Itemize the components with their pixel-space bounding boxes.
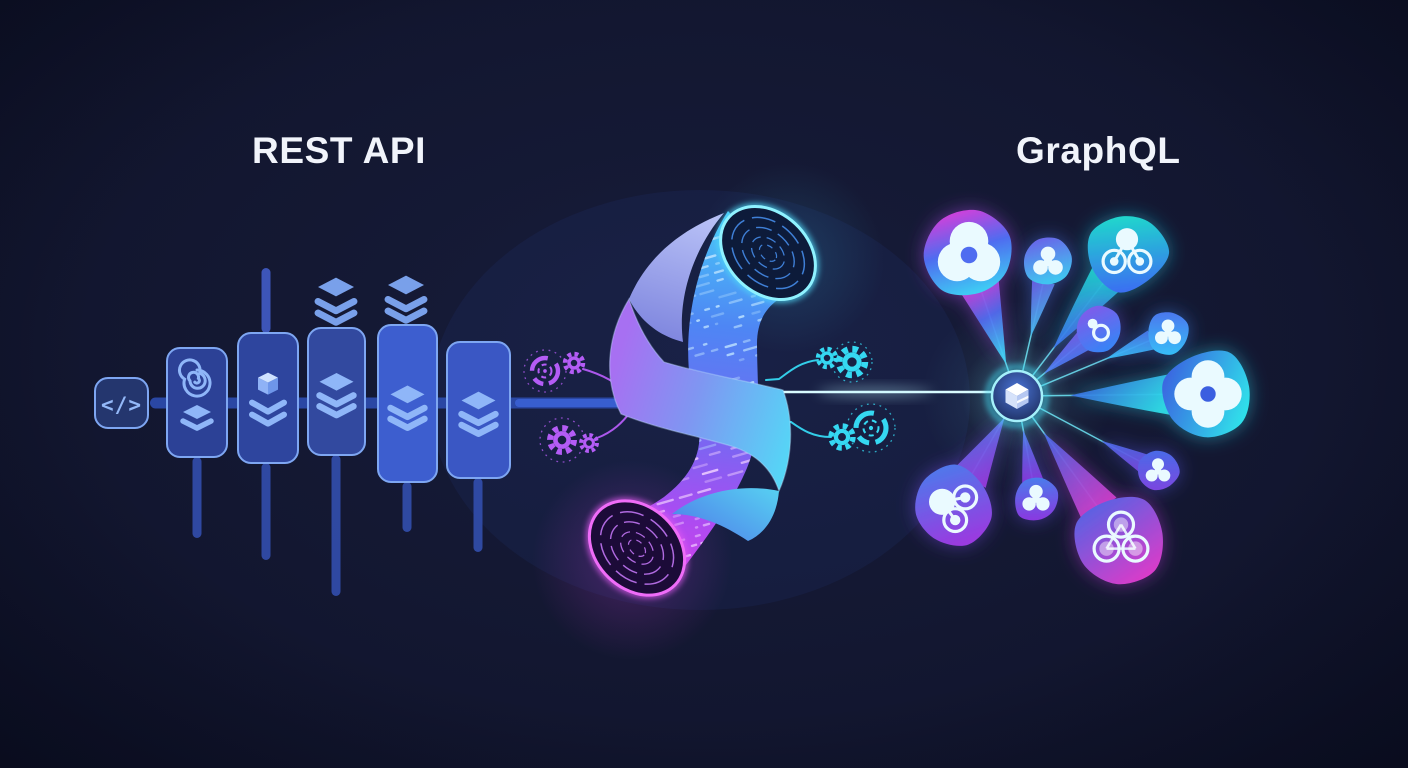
connector-stem xyxy=(402,482,412,532)
rest-pipeline-highlight xyxy=(515,399,648,407)
gear-icon xyxy=(828,423,856,451)
node-blob-tail xyxy=(1030,279,1055,337)
endpoint-block-1 xyxy=(166,347,228,538)
ribbon-right-fold xyxy=(672,488,779,541)
graphql-node-2 xyxy=(1024,237,1072,337)
graphql-node-3 xyxy=(1053,216,1170,349)
dashed-ring-gear-icon xyxy=(853,410,889,446)
layer-stack-chevron xyxy=(387,404,428,421)
molecule-rings-dotted-icon xyxy=(1092,510,1150,563)
connector-stem xyxy=(331,455,341,596)
tri-circles-icon xyxy=(1033,246,1063,275)
endpoint-card xyxy=(307,327,366,456)
layer-stack-chevron xyxy=(387,415,428,431)
pipeline-flare xyxy=(817,387,933,397)
endpoint-block-2 xyxy=(237,268,299,560)
layer-stack-icon xyxy=(387,385,428,431)
hub-cube-icon xyxy=(1005,383,1029,409)
molecule-mix-icon xyxy=(929,484,979,534)
node-blob-tail xyxy=(961,281,1007,365)
node-blob-tail xyxy=(1106,330,1156,359)
scroll-bottom-roll xyxy=(585,497,689,599)
dotted-ring-icon xyxy=(846,403,896,453)
node-blob-tail xyxy=(1053,266,1123,349)
ribbon-back-fold xyxy=(629,213,724,342)
dotted-ring-icon xyxy=(523,349,567,393)
layer-stack-chevron xyxy=(314,298,358,315)
spiral-stack-icon xyxy=(177,358,214,431)
endpoint-card xyxy=(446,341,511,479)
graphql-node-1 xyxy=(923,209,1012,365)
layer-stack-diamond xyxy=(388,275,424,295)
code-badge: </> xyxy=(94,377,149,429)
clover-icon xyxy=(1174,360,1242,428)
layer-stack-chevron xyxy=(384,307,428,324)
ribbon-front-band xyxy=(609,299,791,491)
graphql-node-5 xyxy=(1106,312,1189,359)
layer-stack-chevron xyxy=(316,403,357,419)
rest-api-cluster: </> xyxy=(94,268,511,596)
floating-layer-stack-icon xyxy=(314,277,358,326)
gear-icon xyxy=(815,346,839,370)
gear-icon xyxy=(547,425,577,455)
gear-icon xyxy=(835,345,869,379)
node-blob-tail xyxy=(1043,432,1117,522)
connector-stem xyxy=(261,268,271,333)
layer-stack-chevron xyxy=(458,421,499,438)
graphql-network xyxy=(915,209,1250,585)
graphql-hub xyxy=(962,341,1072,451)
cube-stack-icon xyxy=(249,372,287,427)
svg-text:</>: </> xyxy=(101,393,142,417)
layer-stack-chevron xyxy=(458,410,499,427)
gear-connector-line xyxy=(768,420,832,438)
code-brackets-icon: </> xyxy=(101,393,142,417)
node-blob xyxy=(1074,496,1163,585)
gear-icon xyxy=(562,351,586,375)
graphql-node-10 xyxy=(1043,432,1163,585)
molecule-rings-icon xyxy=(1101,228,1153,275)
layer-stack-diamond xyxy=(390,385,425,404)
rest-api-title: REST API xyxy=(252,130,427,171)
node-blob xyxy=(1076,305,1121,353)
tri-circles-icon xyxy=(1155,319,1181,345)
endpoint-block-5 xyxy=(446,341,511,552)
graphql-node-7 xyxy=(1101,440,1180,491)
graphql-node-6 xyxy=(1070,350,1250,438)
connector-stem xyxy=(261,463,271,560)
tri-circles-icon xyxy=(1022,484,1050,511)
dashed-ring-gear-icon xyxy=(529,355,561,387)
node-blob-tail xyxy=(1101,440,1148,472)
endpoint-block-4 xyxy=(377,275,438,532)
endpoint-block-3 xyxy=(307,277,366,596)
floating-layer-stack-icon xyxy=(384,275,428,324)
node-blob xyxy=(1087,216,1170,293)
layer-stack-chevron xyxy=(316,392,357,408)
layer-stack-chevron xyxy=(314,309,358,326)
endpoint-card xyxy=(94,377,149,429)
node-blob-tail xyxy=(1070,373,1172,416)
layer-stack-chevron xyxy=(384,296,428,313)
trefoil-icon xyxy=(937,221,1001,282)
tri-circles-icon xyxy=(1145,458,1171,482)
connector-stem xyxy=(473,478,483,552)
spiral-glyph xyxy=(177,358,212,398)
endpoint-card xyxy=(377,324,438,483)
dotted-ring-icon xyxy=(831,341,873,383)
connector-stem xyxy=(192,457,202,538)
gear-icon xyxy=(579,433,599,453)
ring-dot-icon xyxy=(1087,318,1111,342)
endpoint-card xyxy=(237,332,299,464)
gear-connector-line xyxy=(765,359,819,381)
scroll-top-roll xyxy=(717,202,819,304)
layer-stack-diamond xyxy=(318,277,354,297)
graphql-title: GraphQL xyxy=(1016,130,1181,171)
